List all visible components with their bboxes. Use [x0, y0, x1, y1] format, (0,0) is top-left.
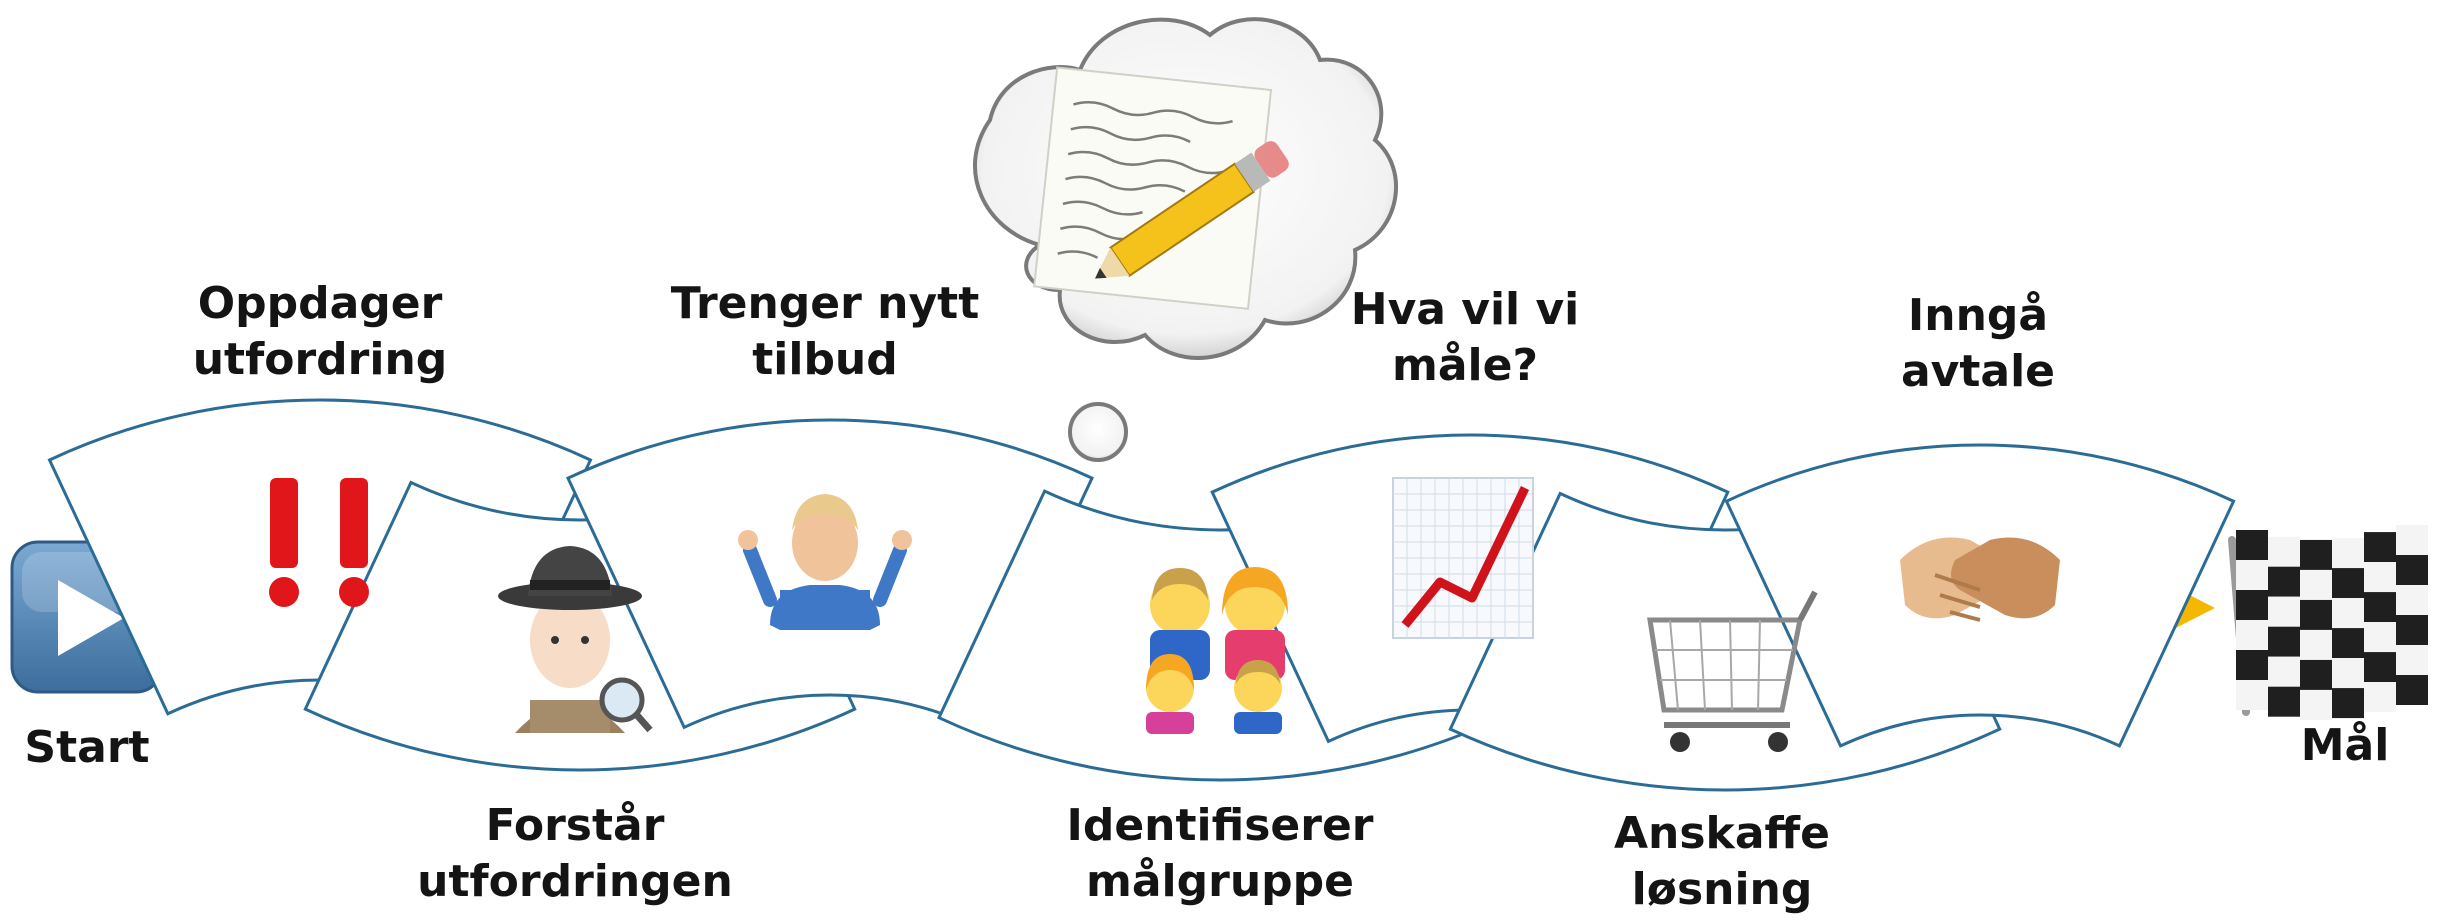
- flag-square: [2364, 682, 2396, 713]
- flag-square: [2332, 538, 2364, 569]
- flag-square: [2332, 598, 2364, 629]
- step-label-hva-vil-vi: Hva vil vi måle?: [1350, 284, 1580, 391]
- flag-square: [2300, 659, 2332, 690]
- flag-square: [2396, 615, 2428, 645]
- flag-square: [2300, 599, 2332, 630]
- flag-square: [2396, 555, 2428, 585]
- shrugging-person-icon: [738, 494, 912, 630]
- step-label-anskaffe: Anskaffe løsning: [1613, 808, 1831, 915]
- step-label-trenger: Trenger nytt tilbud: [670, 278, 980, 385]
- step-label-innga: Inngå avtale: [1900, 290, 2056, 397]
- flag-square: [2332, 628, 2364, 659]
- flag-square: [2332, 568, 2364, 599]
- start-label: Start: [24, 722, 150, 773]
- step-label-identifiserer: Identifiserer målgruppe: [1066, 800, 1374, 907]
- flag-square: [2396, 585, 2428, 615]
- flag-square: [2300, 629, 2332, 660]
- flag-square: [2364, 592, 2396, 623]
- flag-square: [2236, 680, 2268, 710]
- flag-square: [2268, 596, 2300, 627]
- flag-square: [2236, 530, 2268, 560]
- chart-increasing-icon: [1392, 477, 1534, 639]
- goal-label: Mål: [2300, 720, 2390, 771]
- memo-pencil-icon: [1033, 66, 1289, 310]
- double-exclamation-icon: [269, 478, 369, 607]
- flag-square: [2268, 656, 2300, 687]
- flag-square: [2364, 652, 2396, 683]
- family-icon: [1146, 567, 1288, 734]
- flag-square: [2364, 532, 2396, 563]
- flag-square: [2364, 622, 2396, 653]
- flag-square: [2236, 590, 2268, 620]
- shopping-cart-icon: [1647, 590, 1818, 752]
- step-label-oppdager: Oppdager utfordring: [192, 278, 448, 385]
- flag-square: [2300, 539, 2332, 570]
- handshake-icon: [1900, 537, 2060, 622]
- flag-square: [2236, 560, 2268, 590]
- flag-square: [2300, 569, 2332, 600]
- flag-square: [2332, 658, 2364, 689]
- flag-square: [2268, 626, 2300, 657]
- thought-cloud: [972, 17, 1398, 462]
- flag-square: [2268, 536, 2300, 567]
- flag-square: [2268, 686, 2300, 717]
- flag-square: [2396, 645, 2428, 675]
- flag-square: [2236, 620, 2268, 650]
- step-label-forstar: Forstår utfordringen: [417, 800, 733, 907]
- checkered-flag-icon: [2228, 525, 2428, 720]
- flag-square: [2396, 675, 2428, 705]
- step-wedges: [47, 398, 2236, 792]
- flag-square: [2300, 689, 2332, 720]
- detective-icon: [498, 546, 653, 733]
- flag-square: [2364, 562, 2396, 593]
- flag-square: [2236, 650, 2268, 680]
- flag-square: [2268, 566, 2300, 597]
- flag-square: [2396, 525, 2428, 555]
- flag-square: [2332, 688, 2364, 719]
